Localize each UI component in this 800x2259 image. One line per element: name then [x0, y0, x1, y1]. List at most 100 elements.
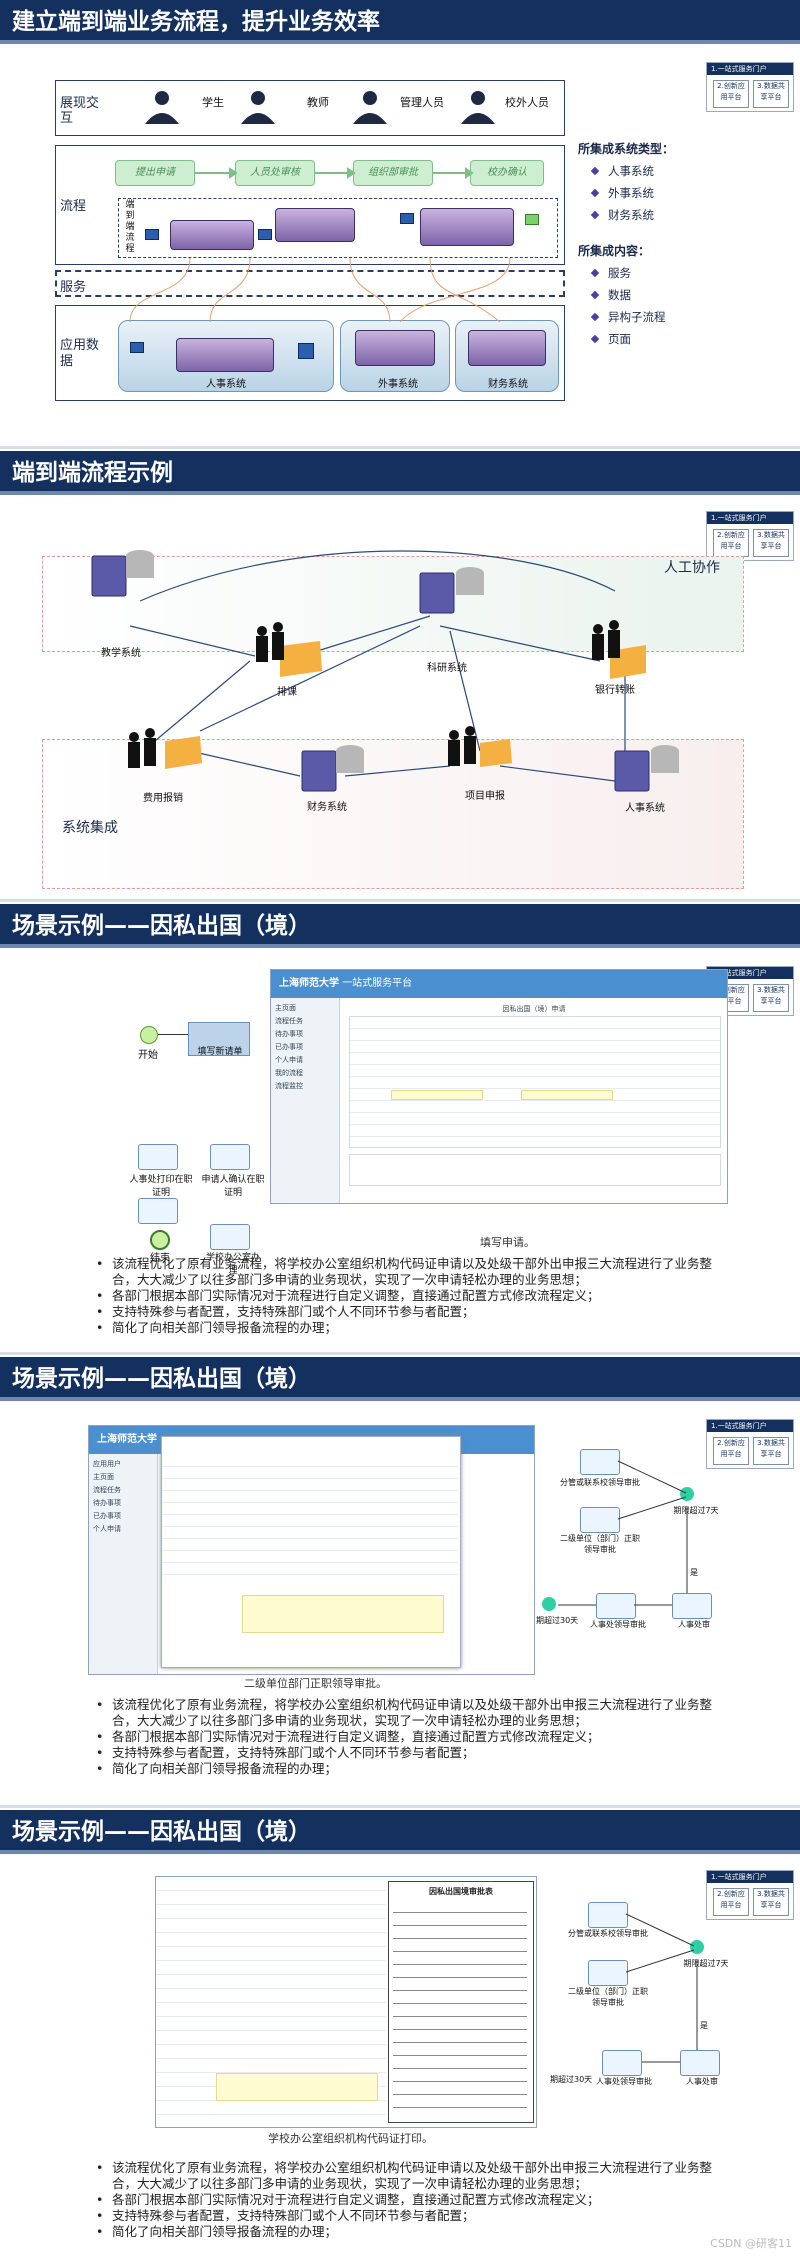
- content-item: 页面: [608, 332, 631, 346]
- slide-divider: [0, 1805, 800, 1808]
- print-form-title: 因私出国境审批表: [389, 1886, 533, 1897]
- bullet-item: 支持特殊参与者配置，支持特殊部门或个人不同环节参与者配置；: [96, 1304, 716, 1320]
- hr-review-label: 人事处审: [680, 2076, 724, 2087]
- portal-logo: 上海师范大学: [279, 978, 339, 989]
- bullet-item: 该流程优化了原有业务流程，将学校办公室组织机构代码证申请以及处级干部外出申报三大…: [96, 1697, 716, 1729]
- sidebar-item[interactable]: 已办事项: [275, 1041, 335, 1054]
- slide-title: 场景示例——因私出国（境）: [0, 904, 800, 948]
- ribbon-header: 1.一站式服务门户: [707, 1871, 793, 1883]
- slide-divider: [0, 446, 800, 449]
- foreign-subflow: [355, 330, 435, 366]
- node-project: 项目申报: [450, 787, 520, 802]
- sidebar-item[interactable]: 流程任务: [275, 1015, 335, 1028]
- subflow-3: [420, 208, 514, 246]
- bullet-item: 各部门根据本部门实际情况对于流程进行自定义调整，直接通过配置方式修改流程定义；: [96, 1729, 716, 1745]
- flow-line: [158, 1034, 188, 1035]
- sidebar-item[interactable]: 我的流程: [275, 1067, 335, 1080]
- sidebar-item[interactable]: 个人申请: [93, 1523, 153, 1536]
- bullet-item: 各部门根据本部门实际情况对于流程进行自定义调整，直接通过配置方式修改流程定义；: [96, 2192, 716, 2208]
- step-apply: 提出申请: [115, 160, 195, 186]
- sidebar-item[interactable]: 待办事项: [275, 1028, 335, 1041]
- slide-1: 建立端到端业务流程，提升业务效率 1.一站式服务门户 2.创新应用平台 3.数据…: [0, 0, 800, 446]
- slide-title: 场景示例——因私出国（境）: [0, 1357, 800, 1401]
- sidebar-item[interactable]: 主页面: [275, 1002, 335, 1015]
- hr-leader-label: 人事处领导审批: [590, 1619, 646, 1630]
- sidebar-item[interactable]: 待办事项: [93, 1497, 153, 1510]
- sidebar-item[interactable]: 流程任务: [93, 1484, 153, 1497]
- portal-screenshot: 上海师范大学 应用用户 主页面 流程任务 待办事项 已办事项 个人申请: [88, 1425, 535, 1675]
- role-teacher: 教师: [307, 94, 329, 110]
- confirm-certificate-label: 申请人确认在职证明: [198, 1172, 268, 1198]
- sidebar-item[interactable]: 个人申请: [275, 1054, 335, 1067]
- screenshot-caption: 二级单位部门正职领导审批。: [244, 1675, 387, 1691]
- node-icon: [400, 213, 414, 224]
- node-icon: [145, 229, 159, 240]
- hr-review-label: 人事处审: [672, 1619, 716, 1630]
- print-form-grid: [393, 1900, 527, 2114]
- confirm-certificate-task: [210, 1144, 250, 1170]
- portal-sidebar: 应用用户 主页面 流程任务 待办事项 已办事项 个人申请: [89, 1454, 158, 1674]
- form-input[interactable]: [391, 1090, 483, 1100]
- portal-header: 上海师范大学 一站式服务平台: [271, 970, 727, 998]
- portal-logo: 上海师范大学: [97, 1434, 157, 1445]
- node-scheduling: 排课: [262, 683, 312, 698]
- node-hr: 人事系统: [610, 799, 680, 814]
- ribbon-box-2: 3.数据共享平台: [753, 1437, 789, 1465]
- portal-platform: 一站式服务平台: [342, 978, 412, 989]
- ribbon-box-2: 3.数据共享平台: [753, 1888, 789, 1916]
- bullet-item: 该流程优化了原有业务流程，将学校办公室组织机构代码证申请以及处级干部外出申报三大…: [96, 2160, 716, 2192]
- approve-task: [138, 1198, 178, 1224]
- type-item: 财务系统: [608, 208, 654, 222]
- node-bank-transfer: 银行转账: [580, 681, 650, 696]
- 30days-label: 期超过30天: [536, 1615, 578, 1626]
- flow-connectors: [548, 1900, 728, 2070]
- node-icon: [130, 342, 144, 353]
- comment-textarea[interactable]: [242, 1595, 444, 1633]
- layer-label-flow: 流程: [60, 195, 86, 214]
- form-options: [349, 1154, 721, 1186]
- node-teaching: 教学系统: [86, 644, 156, 659]
- sidebar-item[interactable]: 已办事项: [93, 1510, 153, 1523]
- integration-list: 所集成系统类型： 人事系统 外事系统 财务系统 所集成内容： 服务 数据 异构子…: [578, 138, 674, 350]
- subflow-1: [170, 220, 254, 250]
- bullet-item: 支持特殊参与者配置，支持特殊部门或个人不同环节参与者配置；: [96, 2208, 716, 2224]
- print-certificate-label: 人事处打印在职证明: [126, 1172, 196, 1198]
- start-event: [140, 1026, 158, 1044]
- layer-label-service: 服务: [60, 276, 86, 295]
- system-foreign-label: 外事系统: [370, 375, 426, 390]
- comment-textarea[interactable]: [216, 2073, 378, 2101]
- slide-4: 场景示例——因私出国（境） 1.一站式服务门户 2.创新应用平台 3.数据共享平…: [0, 1357, 800, 1805]
- office-task: [210, 1224, 250, 1250]
- ribbon-box-2: 3.数据共享平台: [753, 984, 789, 1012]
- bullet-list: 该流程优化了原有业务流程，将学校办公室组织机构代码证申请以及处级干部外出申报三大…: [96, 1256, 716, 1336]
- finance-subflow: [468, 330, 546, 366]
- node-finance: 财务系统: [292, 798, 362, 813]
- end-node-icon: [525, 214, 539, 225]
- bullet-item: 简化了向相关部门领导报备流程的办理；: [96, 1320, 716, 1336]
- slide-divider: [0, 899, 800, 902]
- watermark: CSDN @研客11: [710, 2235, 792, 2251]
- subflow-2: [275, 208, 355, 242]
- connector-lines: [100, 258, 570, 328]
- db-icon: [298, 343, 314, 359]
- dialog-form-grid: [162, 1455, 458, 1585]
- content-item: 数据: [608, 288, 631, 302]
- sidebar-item[interactable]: 流程监控: [275, 1080, 335, 1093]
- portal-screenshot: 因私出国境审批表: [155, 1876, 537, 2128]
- form-grid: [349, 1016, 721, 1148]
- form-input[interactable]: [521, 1090, 613, 1100]
- ribbon-header: 1.一站式服务门户: [707, 63, 793, 75]
- content-item: 服务: [608, 266, 631, 280]
- type-item: 外事系统: [608, 186, 654, 200]
- ribbon-box-1: 2.创新应用平台: [713, 80, 749, 108]
- hr-subflow: [176, 338, 274, 372]
- form-title: 因私出国（境）申请: [349, 1004, 719, 1014]
- 30days-label: 期超过30天: [550, 2074, 592, 2085]
- user-name: 应用用户: [93, 1458, 153, 1471]
- bullet-item: 各部门根据本部门实际情况对于流程进行自定义调整，直接通过配置方式修改流程定义；: [96, 1288, 716, 1304]
- slide-title: 建立端到端业务流程，提升业务效率: [0, 0, 800, 44]
- sidebar-item[interactable]: 主页面: [93, 1471, 153, 1484]
- system-hr-label: 人事系统: [198, 375, 254, 390]
- role-admin: 管理人员: [400, 94, 444, 110]
- end-event: [150, 1230, 170, 1250]
